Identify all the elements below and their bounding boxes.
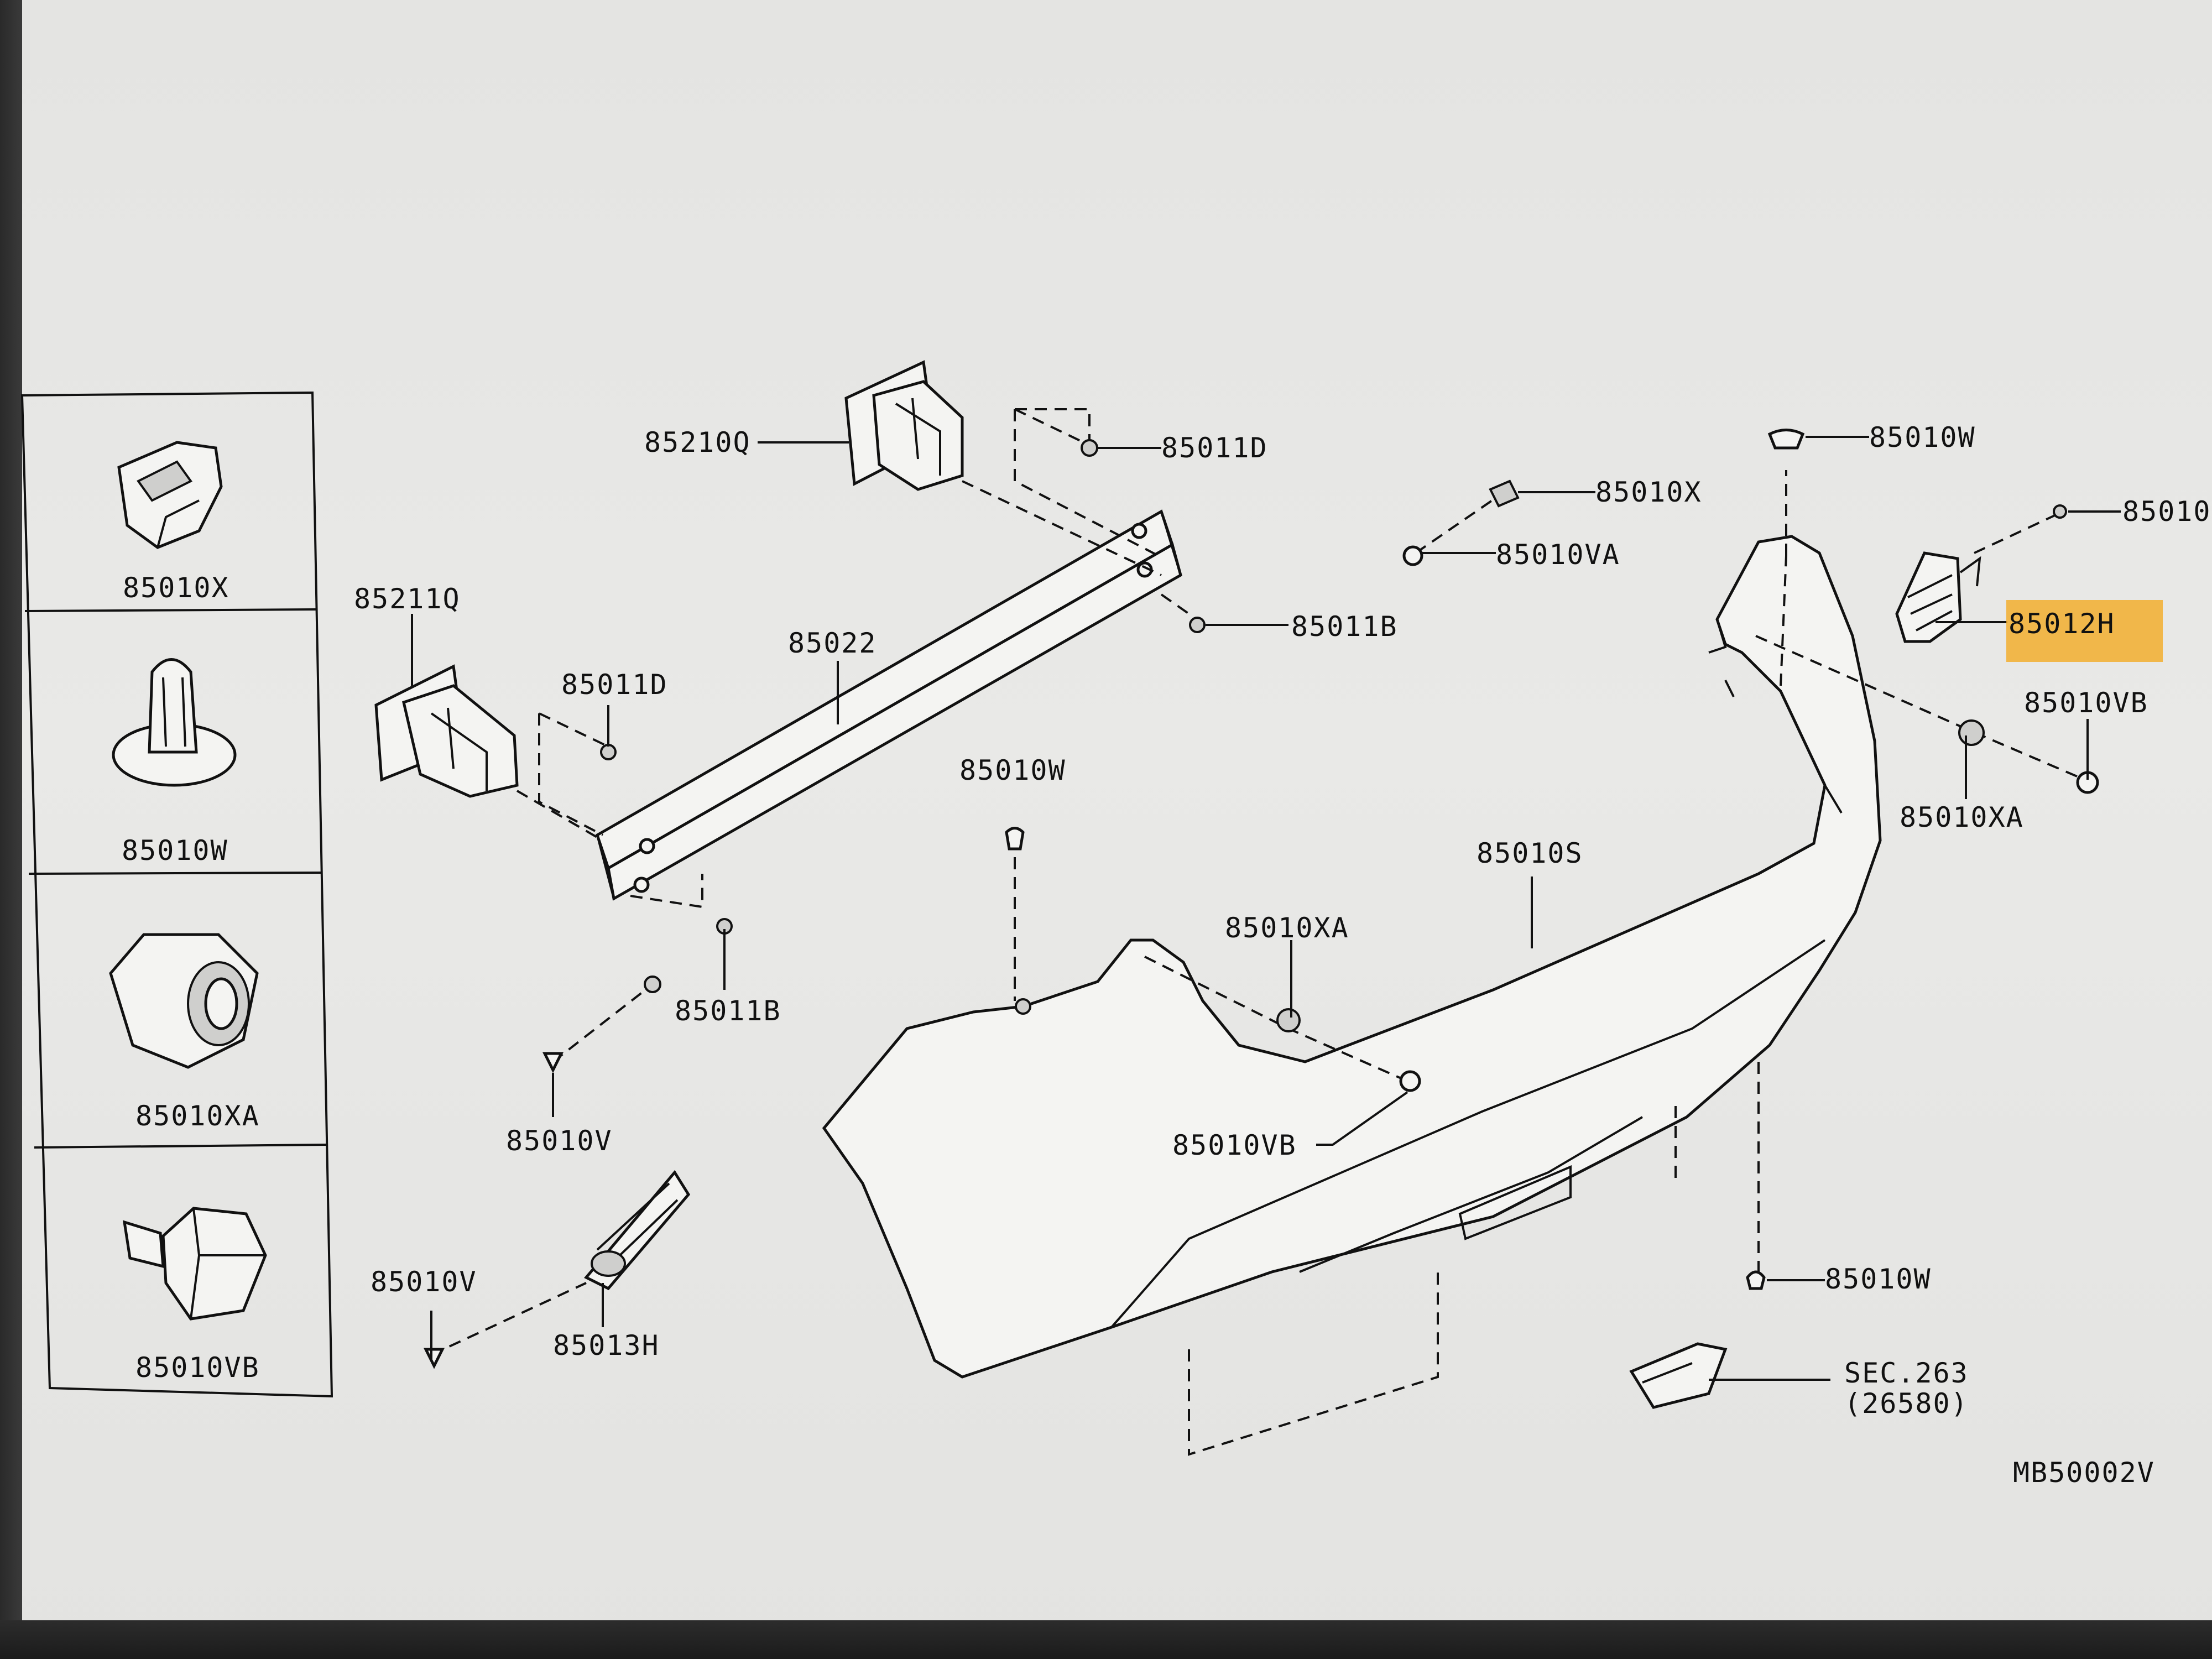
license-lamp-part xyxy=(1629,1342,1728,1409)
rivet-icon xyxy=(542,1052,564,1073)
monitor-bezel-bottom xyxy=(0,1620,2212,1659)
monitor-bezel-left xyxy=(0,0,22,1659)
legend-divider xyxy=(24,608,317,612)
callout-85010W[interactable]: 85010W xyxy=(959,754,1066,786)
callout-sec263[interactable]: SEC.263 xyxy=(1844,1357,1969,1389)
dashed-guide xyxy=(1014,408,1159,557)
clip-icon xyxy=(117,441,223,549)
callout-85011D[interactable]: 85011D xyxy=(1161,432,1268,464)
dashed-guide xyxy=(962,480,1190,615)
rivet-icon xyxy=(1015,998,1031,1015)
rivet-icon xyxy=(423,1348,445,1369)
callout-85010VB[interactable]: 85010VB xyxy=(1172,1129,1297,1161)
callout-labels: 85210Q 85011D 85010X 85010VA 85010W 8501… xyxy=(354,421,2211,1489)
callout-85010S[interactable]: 85010S xyxy=(1477,837,1583,869)
legend-divider xyxy=(28,872,322,875)
clip-icon xyxy=(644,975,661,993)
legend-label: 85010X xyxy=(123,572,229,604)
callout-85010[interactable]: 85010 xyxy=(2122,495,2211,528)
leader-lines xyxy=(411,436,2121,1381)
callout-85010XA[interactable]: 85010XA xyxy=(1900,801,2024,833)
callout-85011D[interactable]: 85011D xyxy=(561,669,668,701)
bumper-stay-right xyxy=(844,360,964,491)
legend-table: 85010X 85010W 85010XA 85010VB xyxy=(20,391,333,1398)
hex-bolt-icon xyxy=(122,1207,267,1321)
clip-icon xyxy=(1489,479,1520,508)
bumper-reinforcement-beam xyxy=(595,509,1182,901)
callout-85022[interactable]: 85022 xyxy=(788,627,877,659)
bolt-icon xyxy=(1081,439,1098,457)
legend-divider xyxy=(34,1144,328,1149)
dashed-guide xyxy=(1415,491,1505,554)
callout-85010VB[interactable]: 85010VB xyxy=(2024,687,2148,719)
legend-label: 85010W xyxy=(122,834,228,867)
callout-85010V[interactable]: 85010V xyxy=(371,1266,477,1298)
push-rivet-icon xyxy=(112,658,237,787)
legend-label: 85010VB xyxy=(135,1352,260,1384)
dashed-guide xyxy=(516,790,703,909)
clip-nut-icon xyxy=(1276,1008,1301,1032)
push-rivet-icon xyxy=(1746,1270,1766,1290)
legend-border xyxy=(20,391,333,1398)
callout-sec263-number: (26580) xyxy=(1844,1387,1969,1420)
callout-85210Q[interactable]: 85210Q xyxy=(644,426,751,458)
diagram-code: MB50002V xyxy=(2013,1457,2155,1489)
dashed-guide xyxy=(1188,1106,1677,1456)
callout-85010X[interactable]: 85010X xyxy=(1595,476,1702,508)
rear-bumper-fascia xyxy=(822,535,1882,1379)
callout-85011B[interactable]: 85011B xyxy=(1291,611,1398,643)
push-rivet-icon xyxy=(1005,827,1025,851)
dashed-guide xyxy=(1780,470,1787,686)
bolt-icon xyxy=(1189,617,1206,633)
dashed-guide xyxy=(552,983,654,1063)
part-highlight xyxy=(2006,600,2163,662)
bumper-side-bracket-right xyxy=(1895,551,1981,643)
dashed-guide xyxy=(538,712,609,836)
dashed-guide xyxy=(431,1282,587,1356)
callout-85010W[interactable]: 85010W xyxy=(1869,421,1976,453)
callout-85012H[interactable]: 85012H xyxy=(2008,608,2115,640)
push-rivet-icon xyxy=(1767,429,1805,450)
legend-label: 85010XA xyxy=(135,1100,260,1132)
bumper-stay-left xyxy=(374,664,519,798)
bolt-icon xyxy=(1399,1070,1421,1092)
callout-85010W[interactable]: 85010W xyxy=(1825,1263,1932,1295)
callout-85010VA[interactable]: 85010VA xyxy=(1496,539,1620,571)
callout-85013H[interactable]: 85013H xyxy=(553,1329,660,1361)
bolt-icon xyxy=(600,744,617,760)
bolt-icon xyxy=(2053,504,2067,519)
dashed-guide xyxy=(1015,408,1091,445)
clip-nut-icon xyxy=(109,933,259,1069)
clip-nut-icon xyxy=(1958,719,1985,746)
callout-85010XA[interactable]: 85010XA xyxy=(1225,912,1349,944)
callout-85010V[interactable]: 85010V xyxy=(506,1125,613,1157)
bumper-side-bracket-left xyxy=(584,1170,691,1291)
nut-icon xyxy=(1402,545,1423,566)
callout-85011B[interactable]: 85011B xyxy=(675,995,781,1027)
dashed-guide xyxy=(1974,513,2058,554)
callout-85211Q[interactable]: 85211Q xyxy=(354,583,461,615)
